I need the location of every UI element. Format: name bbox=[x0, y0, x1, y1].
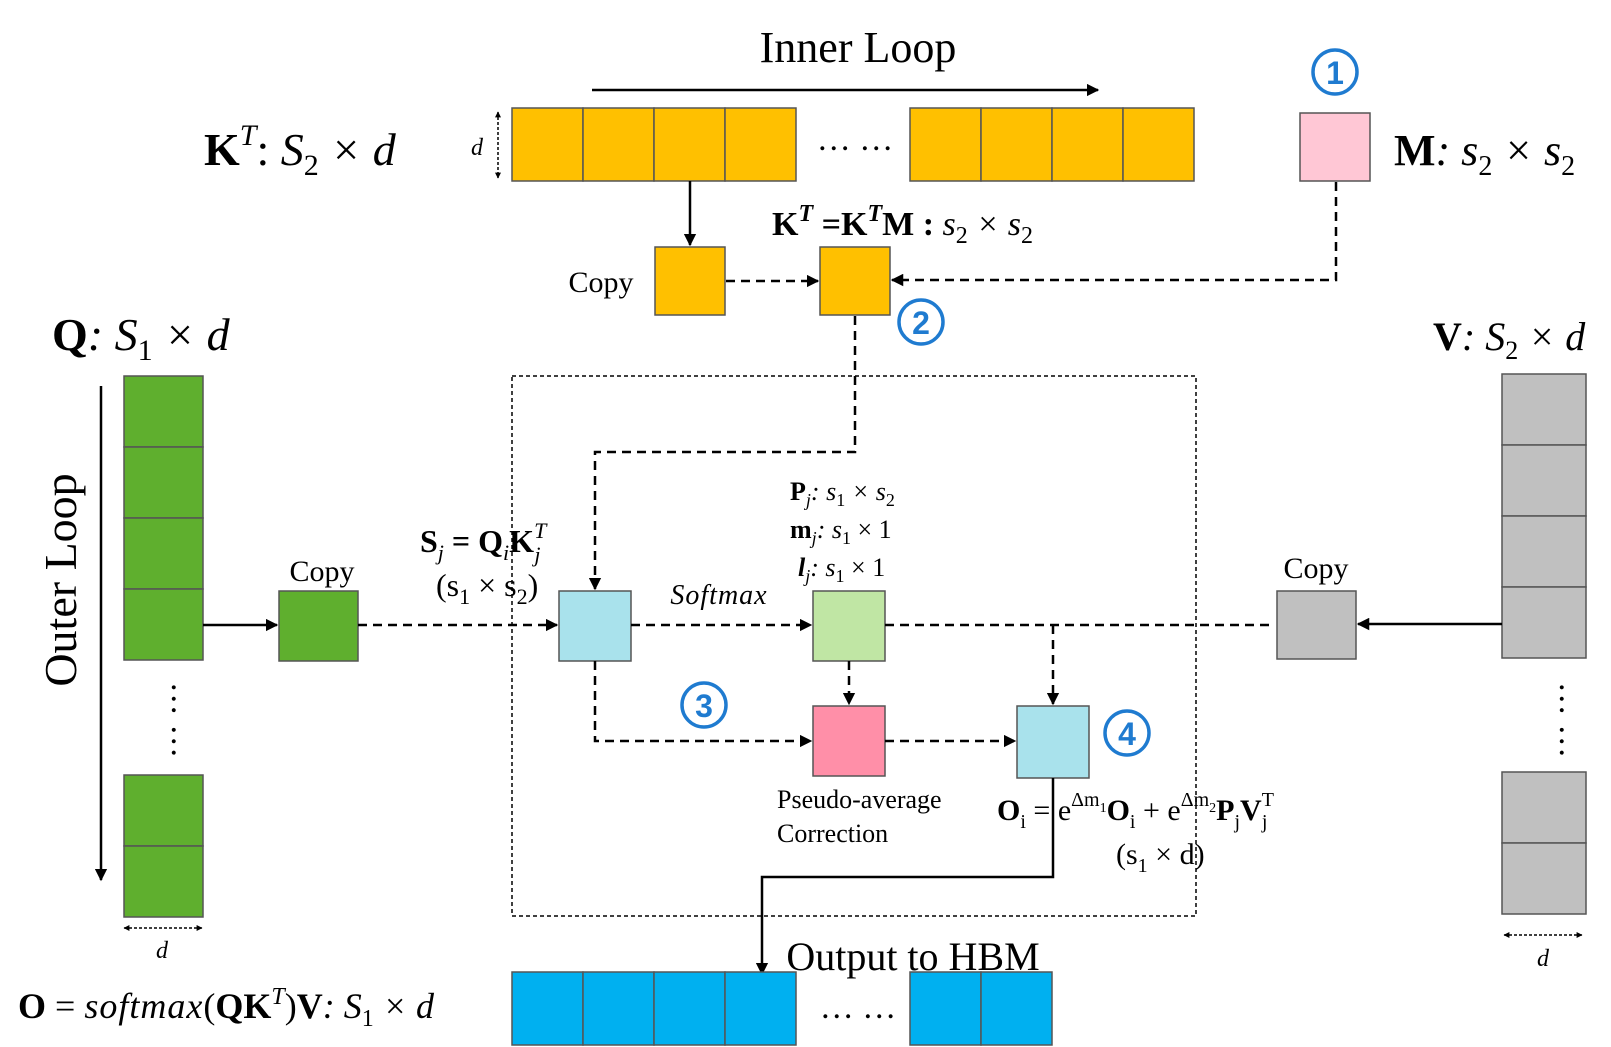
inner-loop-title: Inner Loop bbox=[760, 23, 957, 72]
sj-block bbox=[558, 590, 632, 662]
v-block bbox=[1501, 771, 1587, 844]
v-label: V: S2 × d bbox=[1433, 314, 1586, 365]
km-label: KT =KTM : s2 × s2 bbox=[772, 201, 1033, 249]
q-copy-block bbox=[278, 590, 359, 662]
sram-boundary-box bbox=[511, 375, 1197, 917]
pseudo-average-label: Pseudo-average bbox=[777, 785, 942, 814]
badge-1: 1 bbox=[1311, 48, 1359, 96]
kt-block bbox=[1051, 107, 1124, 182]
svg-text:4: 4 bbox=[1118, 716, 1136, 752]
km-block bbox=[819, 246, 891, 316]
o-block bbox=[653, 971, 726, 1046]
q-block bbox=[123, 774, 204, 847]
v-block bbox=[1501, 586, 1587, 659]
kt-block bbox=[582, 107, 655, 182]
kt-blocks bbox=[511, 107, 1195, 182]
o-block bbox=[724, 971, 797, 1046]
oi-dims: (s1 × d) bbox=[1116, 838, 1205, 877]
m-block bbox=[1299, 112, 1371, 182]
v-block bbox=[1501, 373, 1587, 446]
km-to-sj-arrow bbox=[588, 316, 857, 591]
kt-block bbox=[1122, 107, 1195, 182]
v-copy-block bbox=[1276, 590, 1357, 660]
o-label: O = softmax(QKT)V: S1 × d bbox=[18, 984, 435, 1032]
kt-block bbox=[724, 107, 797, 182]
v-dots: … … bbox=[1552, 682, 1589, 759]
kt-block bbox=[511, 107, 584, 182]
o-block bbox=[582, 971, 655, 1046]
copy-label-right: Copy bbox=[1283, 552, 1348, 585]
q-block bbox=[123, 845, 204, 918]
oi-to-output-arrow bbox=[755, 778, 1055, 976]
d-label-v: d bbox=[1537, 946, 1550, 972]
o-block bbox=[511, 971, 584, 1046]
kt-block bbox=[909, 107, 982, 182]
pj-block bbox=[812, 590, 886, 662]
badge-3: 3 bbox=[680, 681, 728, 729]
d-label-top: d bbox=[471, 135, 484, 161]
sj-to-correction-arrow bbox=[593, 661, 813, 748]
q-block bbox=[123, 375, 204, 448]
o-block bbox=[980, 971, 1053, 1046]
mj-label: mj: s1 × 1 bbox=[790, 515, 892, 548]
v-block bbox=[1501, 515, 1587, 588]
copy-label-left: Copy bbox=[289, 555, 354, 588]
svg-text:2: 2 bbox=[912, 305, 930, 341]
kt-label: KT: S2 × d bbox=[204, 119, 397, 182]
o-blocks bbox=[511, 971, 1053, 1046]
m-label: M: s2 × s2 bbox=[1394, 126, 1575, 182]
kt-dots: … … bbox=[817, 121, 894, 158]
svg-text:1: 1 bbox=[1326, 55, 1344, 91]
m-to-km-arrow bbox=[890, 182, 1338, 287]
q-block bbox=[123, 446, 204, 519]
v-block bbox=[1501, 444, 1587, 517]
correction-block bbox=[812, 705, 886, 777]
sj-dims: (s1 × s2) bbox=[436, 567, 538, 609]
lj-label: lj: s1 × 1 bbox=[798, 553, 885, 586]
pj-label: Pj: s1 × s2 bbox=[790, 477, 895, 510]
kt-block bbox=[653, 107, 726, 182]
o-dots: … … bbox=[820, 989, 897, 1026]
q-blocks bbox=[123, 375, 204, 918]
badge-4: 4 bbox=[1103, 709, 1151, 757]
svg-text:3: 3 bbox=[695, 688, 713, 724]
kt-block bbox=[980, 107, 1053, 182]
q-block bbox=[123, 517, 204, 590]
q-dots: … … bbox=[164, 682, 201, 759]
correction-label: Correction bbox=[777, 819, 888, 848]
v-block bbox=[1501, 842, 1587, 915]
d-label-q: d bbox=[156, 938, 169, 964]
v-blocks bbox=[1501, 373, 1587, 915]
badge-2: 2 bbox=[897, 298, 945, 346]
q-block bbox=[123, 588, 204, 661]
softmax-label: Softmax bbox=[670, 580, 767, 611]
copy-label-top: Copy bbox=[568, 266, 633, 299]
k-copy-block bbox=[654, 246, 726, 316]
o-block bbox=[909, 971, 982, 1046]
oi-block bbox=[1016, 705, 1090, 779]
outer-loop-title: Outer Loop bbox=[35, 473, 86, 686]
q-label: Q: S1 × d bbox=[52, 309, 231, 367]
